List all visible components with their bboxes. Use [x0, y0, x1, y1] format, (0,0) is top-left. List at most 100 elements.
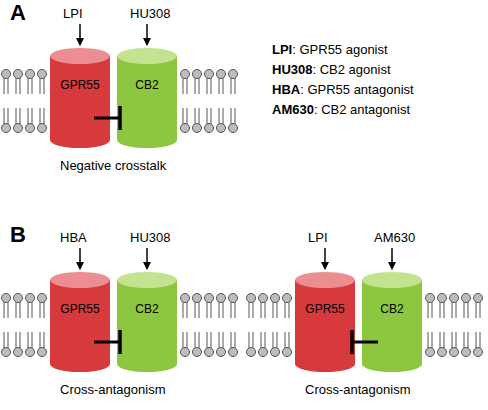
lipid-tail	[187, 332, 188, 348]
inhibition-connector	[94, 106, 120, 130]
lipid-tail	[468, 332, 469, 348]
lipid-tail	[207, 302, 208, 318]
lipid-head	[2, 294, 11, 303]
lipid-tail	[452, 332, 453, 348]
cylinder-top	[362, 272, 422, 288]
lipid-tail	[440, 332, 441, 348]
lipid-tail	[183, 302, 184, 318]
lipid-head	[14, 294, 23, 303]
lipid-head	[26, 294, 35, 303]
ligand-key: HU308: CB2 agonist	[272, 62, 391, 77]
lipid-head	[205, 70, 214, 79]
lipid-tail	[211, 302, 212, 318]
lipid-tail	[211, 332, 212, 348]
lipid-tail	[231, 332, 232, 348]
lipid-tail	[456, 302, 457, 318]
lipid-tail	[235, 332, 236, 348]
ligand-key: HBA: GPR55 antagonist	[272, 82, 414, 97]
lipid-head	[14, 70, 23, 79]
lipid-tail	[8, 78, 9, 94]
lipid-tail	[40, 78, 41, 94]
cylinder-top	[117, 48, 177, 64]
panel-letter: A	[10, 0, 26, 26]
lipid-head	[38, 124, 47, 133]
lipid-tail	[444, 302, 445, 318]
lipid-tail	[249, 332, 250, 348]
receptor-name: GPR55	[50, 302, 110, 316]
lipid-head	[14, 348, 23, 357]
panel-caption: Cross-antagonism	[60, 382, 166, 397]
lipid-head	[474, 348, 483, 357]
lipid-tail	[44, 302, 45, 318]
lipid-head	[205, 348, 214, 357]
lipid-tail	[199, 108, 200, 124]
lipid-tail	[249, 302, 250, 318]
panel-caption: Negative crosstalk	[60, 158, 166, 173]
lipid-tail	[289, 302, 290, 318]
lipid-head	[193, 294, 202, 303]
lipid-tail	[261, 332, 262, 348]
lipid-tail	[8, 108, 9, 124]
lipid-tail	[20, 332, 21, 348]
lipid-tail	[265, 302, 266, 318]
lipid-head	[181, 124, 190, 133]
ligand-arrow	[146, 24, 148, 45]
lipid-head	[38, 348, 47, 357]
lipid-tail	[187, 302, 188, 318]
lipid-head	[205, 124, 214, 133]
lipid-tail	[40, 302, 41, 318]
lipid-tail	[44, 108, 45, 124]
lipid-head	[205, 294, 214, 303]
lipid-head	[181, 294, 190, 303]
lipid-tail	[28, 302, 29, 318]
lipid-tail	[464, 332, 465, 348]
lipid-tail	[253, 302, 254, 318]
lipid-tail	[199, 78, 200, 94]
cylinder-top	[117, 272, 177, 288]
cylinder-body	[117, 56, 177, 148]
lipid-head	[38, 294, 47, 303]
lipid-tail	[40, 332, 41, 348]
lipid-head	[14, 124, 23, 133]
lipid-tail	[223, 78, 224, 94]
lipid-tail	[44, 332, 45, 348]
ligand-arrow	[391, 248, 393, 269]
lipid-head	[271, 294, 280, 303]
lipid-tail	[32, 78, 33, 94]
lipid-head	[217, 124, 226, 133]
lipid-head	[2, 124, 11, 133]
inhibition-bar	[350, 330, 354, 354]
lipid-tail	[428, 332, 429, 348]
lipid-head	[426, 294, 435, 303]
lipid-tail	[207, 108, 208, 124]
lipid-head	[193, 348, 202, 357]
lipid-head	[217, 70, 226, 79]
lipid-head	[26, 124, 35, 133]
lipid-head	[229, 124, 238, 133]
lipid-tail	[40, 108, 41, 124]
lipid-head	[259, 294, 268, 303]
lipid-tail	[211, 78, 212, 94]
receptor-cylinder: GPR55	[50, 272, 110, 372]
lipid-tail	[219, 302, 220, 318]
lipid-tail	[187, 108, 188, 124]
lipid-head	[229, 348, 238, 357]
ligand-name: HU308	[130, 230, 170, 245]
lipid-tail	[16, 78, 17, 94]
lipid-tail	[16, 332, 17, 348]
receptor-name: CB2	[362, 302, 422, 316]
inhibition-connector	[352, 330, 378, 354]
lipid-tail	[480, 302, 481, 318]
inhibition-connector	[94, 330, 120, 354]
receptor-cylinder: CB2	[117, 48, 177, 148]
lipid-head	[38, 70, 47, 79]
cylinder-top	[295, 272, 355, 288]
lipid-tail	[8, 302, 9, 318]
inhibition-line	[94, 341, 120, 344]
lipid-head	[193, 70, 202, 79]
lipid-head	[283, 294, 292, 303]
lipid-tail	[219, 78, 220, 94]
lipid-tail	[235, 78, 236, 94]
lipid-tail	[219, 108, 220, 124]
